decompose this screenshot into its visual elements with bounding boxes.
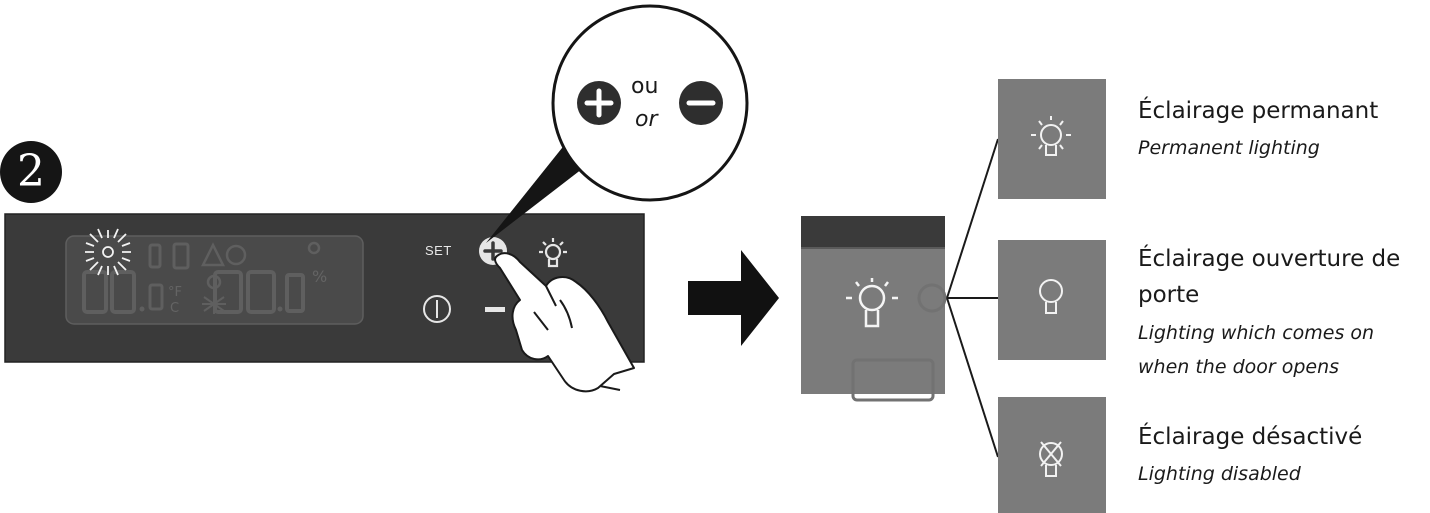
set-button-label[interactable]: SET: [425, 243, 452, 258]
step-number-badge: 2: [0, 141, 62, 203]
option-permanent-text: Éclairage permanant Permanent lighting: [1138, 96, 1378, 162]
option-tile-permanent: [998, 79, 1106, 199]
minus-button[interactable]: [485, 307, 505, 312]
option-door-subtitle-line-1: Lighting which comes on: [1138, 322, 1375, 344]
light-button-icon[interactable]: [539, 238, 567, 268]
lcd-fahrenheit-unit: °F: [168, 285, 182, 300]
option-disabled-subtitle: Lighting disabled: [1138, 463, 1301, 485]
lcd-percent-unit: %: [312, 267, 327, 286]
option-door-text: Éclairage ouverture de porte Lighting wh…: [1138, 244, 1400, 381]
power-button-icon[interactable]: [423, 295, 451, 323]
zoom-minus-icon: [679, 81, 723, 125]
option-permanent-subtitle: Permanent lighting: [1138, 137, 1320, 159]
option-tile-door: [998, 240, 1106, 360]
option-door-title-line-2: porte: [1138, 282, 1200, 308]
option-bracket: [946, 138, 999, 458]
zoom-plus-icon: [577, 81, 621, 125]
blinking-light-icon: [85, 228, 131, 276]
zoom-or-english: or: [635, 107, 658, 132]
display-closeup: [801, 216, 947, 402]
light-bulb-icon: [1039, 279, 1063, 314]
lcd-celsius-unit: C: [170, 301, 179, 316]
zoom-callout: [486, 4, 749, 243]
zoom-or-french: ou: [631, 74, 659, 99]
closeup-light-icon: [846, 278, 898, 328]
arrow-right-icon: [688, 250, 779, 346]
lcd-segments: [82, 241, 321, 314]
light-bulb-rays-icon: [1031, 116, 1071, 156]
option-disabled-title: Éclairage désactivé: [1138, 424, 1363, 450]
option-door-title-line-1: Éclairage ouverture de: [1138, 246, 1401, 272]
light-bulb-off-icon: [1039, 441, 1063, 477]
option-tile-disabled: [998, 397, 1106, 513]
option-disabled-text: Éclairage désactivé Lighting disabled: [1138, 422, 1362, 488]
option-door-subtitle-line-2: when the door opens: [1138, 356, 1340, 378]
option-permanent-title: Éclairage permanant: [1138, 98, 1379, 124]
pointing-hand: [494, 252, 635, 393]
